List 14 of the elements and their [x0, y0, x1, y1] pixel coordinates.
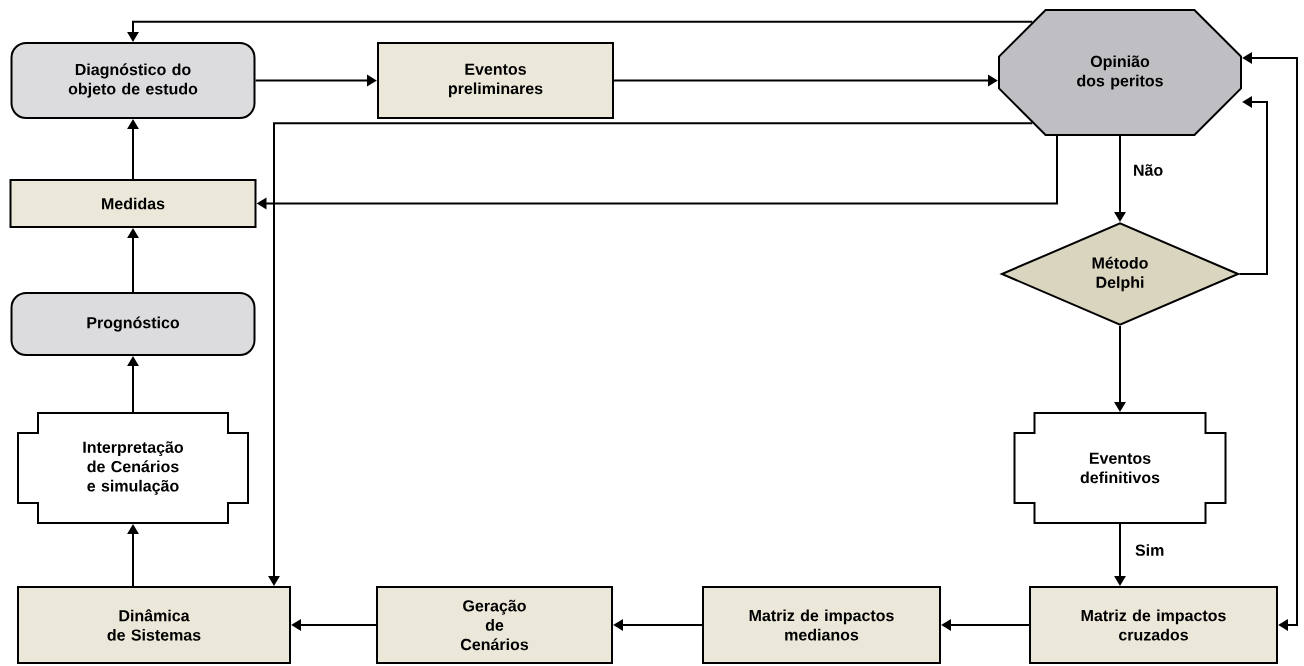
- rounded-box: Diagnóstico do objeto de estudo: [10, 42, 256, 119]
- edge-label: Não: [1131, 162, 1166, 178]
- process-box: Matriz de impactos cruzados: [1029, 586, 1278, 664]
- arrow: [1238, 96, 1268, 275]
- process-box: Geração de Cenários: [376, 586, 613, 664]
- process-box: Eventos preliminares: [377, 42, 614, 119]
- process-box: Dinâmica de Sistemas: [17, 586, 291, 664]
- process-box: Matriz de impactos medianos: [702, 586, 941, 664]
- notched-box: Interpretação de Cenários e simulação: [17, 412, 249, 524]
- notched-box: Eventos definitivos: [1013, 412, 1227, 524]
- process-box: Medidas: [9, 179, 257, 228]
- octagon-box: Opinião dos peritos: [998, 9, 1242, 136]
- edge-label: Sim: [1133, 542, 1167, 558]
- rounded-box: Prognóstico: [10, 292, 256, 356]
